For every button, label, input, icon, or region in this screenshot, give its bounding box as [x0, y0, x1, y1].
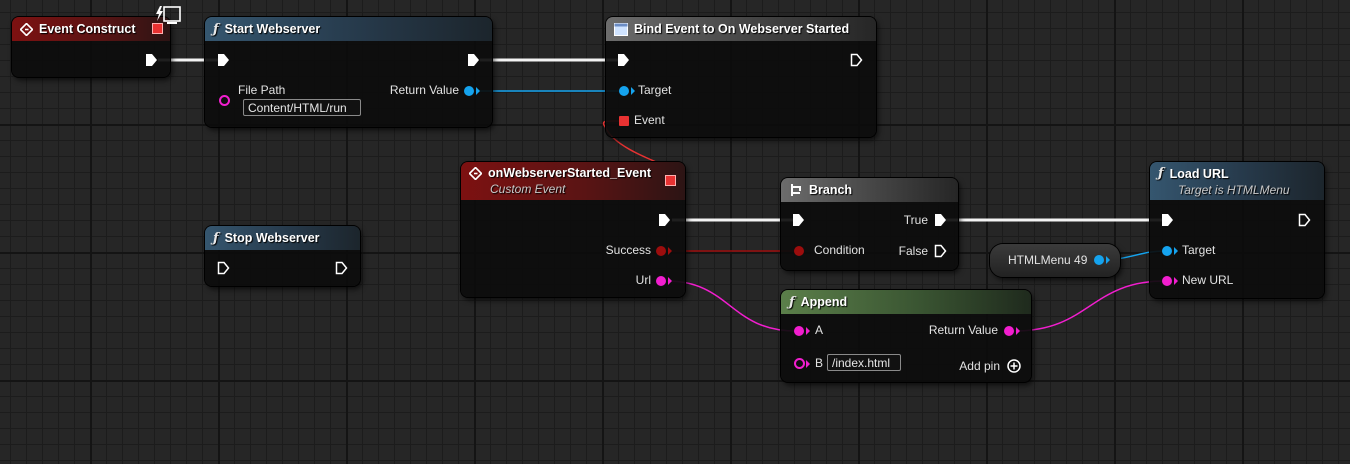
function-icon: ƒ — [213, 230, 219, 246]
debug-monitor-icon — [156, 6, 181, 24]
b-value-input[interactable]: /index.html — [827, 354, 901, 371]
variable-label: HTMLMenu 49 — [1008, 253, 1088, 267]
delegate-out-pin[interactable] — [665, 175, 676, 186]
new-url-pin[interactable] — [1162, 276, 1172, 286]
node-bind-event[interactable]: Bind Event to On Webserver Started Targe… — [606, 17, 876, 137]
node-title: Stop Webserver — [224, 231, 320, 245]
return-value-label: Return Value — [928, 323, 998, 337]
breakpoint-marker — [152, 23, 163, 34]
function-icon: ƒ — [789, 294, 795, 310]
b-arrow — [806, 360, 810, 368]
node-branch[interactable]: Branch True Condition False — [781, 178, 958, 270]
exec-out-pin[interactable] — [850, 53, 863, 67]
success-arrow — [668, 247, 672, 255]
node-title: Start Webserver — [224, 22, 321, 36]
function-icon: ƒ — [213, 21, 219, 37]
node-title: Branch — [809, 183, 853, 197]
file-path-label: File Path — [238, 83, 286, 97]
node-start-webserver[interactable]: ƒ Start Webserver File Path Content/HTML… — [205, 17, 492, 127]
return-value-pin[interactable] — [1004, 326, 1014, 336]
true-label: True — [903, 213, 928, 227]
exec-in-pin[interactable] — [792, 213, 805, 227]
a-arrow — [806, 327, 810, 335]
variable-htmlmenu[interactable]: HTMLMenu 49 — [990, 244, 1120, 277]
condition-label: Condition — [814, 243, 865, 257]
node-title: Event Construct — [39, 22, 136, 36]
node-append[interactable]: ƒ Append A Return Value B /index.html Ad… — [781, 290, 1031, 382]
return-value-arrow — [1016, 327, 1020, 335]
b-pin[interactable] — [794, 358, 805, 369]
success-label: Success — [605, 243, 651, 257]
exec-out-pin[interactable] — [467, 53, 480, 67]
exec-out-pin[interactable] — [658, 213, 671, 227]
condition-pin[interactable] — [794, 246, 804, 256]
branch-icon — [791, 184, 801, 196]
return-value-arrow — [476, 87, 480, 95]
add-pin-label: Add pin — [959, 359, 1000, 373]
exec-in-pin[interactable] — [617, 53, 630, 67]
string-wire-url-to-a — [666, 280, 797, 332]
url-pin[interactable] — [656, 276, 666, 286]
target-label: Target — [638, 83, 672, 97]
exec-in-pin[interactable] — [217, 261, 230, 275]
exec-in-pin[interactable] — [217, 53, 230, 67]
node-load-url[interactable]: ƒ Load URL Target is HTMLMenu Target New… — [1150, 162, 1324, 298]
exec-out-pin[interactable] — [1298, 213, 1311, 227]
node-subtitle: Target is HTMLMenu — [1178, 183, 1290, 197]
event-diamond-icon — [20, 22, 33, 36]
a-label: A — [815, 323, 824, 337]
variable-out-pin[interactable] — [1094, 255, 1104, 265]
b-label: B — [815, 356, 824, 370]
new-url-label: New URL — [1182, 273, 1234, 287]
false-exec-out-pin[interactable] — [934, 244, 947, 258]
event-pin[interactable] — [619, 116, 629, 126]
exec-out-pin[interactable] — [145, 53, 158, 67]
delegate-icon — [614, 22, 628, 36]
target-pin[interactable] — [619, 86, 629, 96]
node-title: Append — [800, 295, 848, 309]
node-title: onWebserverStarted_Event — [488, 166, 652, 180]
target-arrow — [1174, 247, 1178, 255]
new-url-arrow — [1174, 277, 1178, 285]
file-path-pin[interactable] — [219, 95, 230, 106]
string-wire-append-to-newurl — [1013, 280, 1166, 332]
url-arrow — [668, 277, 672, 285]
event-label: Event — [634, 113, 665, 127]
node-event-construct[interactable]: Event Construct — [12, 17, 170, 77]
return-value-label: Return Value — [389, 83, 459, 97]
variable-out-arrow — [1106, 256, 1110, 264]
target-pin[interactable] — [1162, 246, 1172, 256]
add-pin-icon[interactable] — [1007, 359, 1021, 373]
function-icon: ƒ — [1158, 166, 1164, 181]
node-custom-event[interactable]: onWebserverStarted_Event Custom Event Su… — [461, 162, 685, 297]
node-stop-webserver[interactable]: ƒ Stop Webserver — [205, 226, 360, 286]
target-arrow — [631, 87, 635, 95]
exec-out-pin[interactable] — [335, 261, 348, 275]
event-diamond-icon — [469, 166, 482, 180]
node-title: Load URL — [1169, 166, 1229, 181]
target-label: Target — [1182, 243, 1216, 257]
success-pin[interactable] — [656, 246, 666, 256]
a-pin[interactable] — [794, 326, 804, 336]
exec-in-pin[interactable] — [1161, 213, 1174, 227]
return-value-pin[interactable] — [464, 86, 474, 96]
node-subtitle: Custom Event — [490, 182, 566, 196]
true-exec-out-pin[interactable] — [934, 213, 947, 227]
node-title: Bind Event to On Webserver Started — [634, 22, 850, 36]
file-path-input[interactable]: Content/HTML/run — [243, 99, 361, 116]
false-label: False — [898, 244, 928, 258]
url-label: Url — [635, 273, 651, 287]
